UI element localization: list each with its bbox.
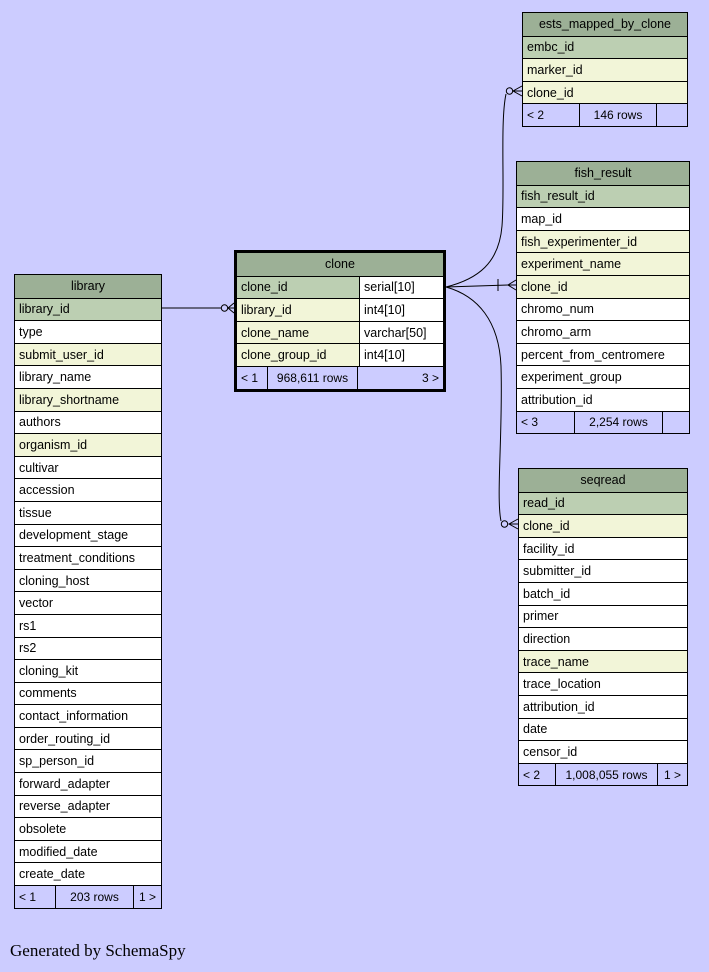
column-name: library_id <box>237 299 360 321</box>
column-row-seqread-trace_location[interactable]: trace_location <box>519 672 687 695</box>
column-row-library-order_routing_id[interactable]: order_routing_id <box>15 726 161 750</box>
column-row-library-organism_id[interactable]: organism_id <box>15 433 161 456</box>
column-row-ests_mapped_by_clone-clone_id[interactable]: clone_id <box>523 80 687 104</box>
related-before-count: < 2 <box>527 108 545 123</box>
column-row-library-comments[interactable]: comments <box>15 681 161 705</box>
column-row-library-library_id[interactable]: library_id <box>15 297 161 321</box>
related-after-count <box>662 411 689 434</box>
column-row-seqread-date[interactable]: date <box>519 717 687 741</box>
column-row-fish_result-map_id[interactable]: map_id <box>517 207 689 230</box>
column-row-fish_result-experiment_group[interactable]: experiment_group <box>517 365 689 388</box>
related-before-count: < 3 <box>521 415 539 430</box>
column-row-library-cloning_host[interactable]: cloning_host <box>15 568 161 592</box>
column-row-seqread-batch_id[interactable]: batch_id <box>519 581 687 605</box>
row-count: 1,008,055 rows <box>555 763 657 786</box>
column-type: serial[10] <box>364 280 415 295</box>
column-row-fish_result-attribution_id[interactable]: attribution_id <box>517 387 689 411</box>
column-row-seqread-clone_id[interactable]: clone_id <box>519 514 687 537</box>
table-header-fish_result[interactable]: fish_result <box>517 162 689 185</box>
column-row-library-library_shortname[interactable]: library_shortname <box>15 387 161 411</box>
table-header-library[interactable]: library <box>15 275 161 298</box>
column-row-library-create_date[interactable]: create_date <box>15 862 161 886</box>
column-row-library-cultivar[interactable]: cultivar <box>15 455 161 479</box>
column-row-clone-clone_group_id[interactable]: clone_group_id int4[10] <box>237 343 443 366</box>
column-row-library-authors[interactable]: authors <box>15 410 161 434</box>
column-row-library-forward_adapter[interactable]: forward_adapter <box>15 772 161 795</box>
column-name: clone_id <box>237 276 360 299</box>
column-row-fish_result-clone_id[interactable]: clone_id <box>517 274 689 298</box>
column-row-seqread-facility_id[interactable]: facility_id <box>519 536 687 560</box>
column-row-library-contact_information[interactable]: contact_information <box>15 704 161 727</box>
table-header-clone[interactable]: clone <box>237 253 443 276</box>
column-row-library-type[interactable]: type <box>15 320 161 343</box>
table-header-seqread[interactable]: seqread <box>519 469 687 492</box>
relationship-clone-seqread <box>445 286 519 530</box>
table-header-ests_mapped_by_clone[interactable]: ests_mapped_by_clone <box>523 13 687 36</box>
column-row-seqread-submitter_id[interactable]: submitter_id <box>519 559 687 582</box>
column-type: int4[10] <box>364 348 406 363</box>
table-footer-fish_result: < 3 2,254 rows <box>517 410 689 434</box>
column-row-library-library_name[interactable]: library_name <box>15 365 161 388</box>
column-row-fish_result-percent_from_centromere[interactable]: percent_from_centromere <box>517 342 689 366</box>
column-row-library-obsolete[interactable]: obsolete <box>15 817 161 840</box>
column-name: clone_name <box>237 321 360 344</box>
column-row-library-submit_user_id[interactable]: submit_user_id <box>15 342 161 366</box>
column-row-fish_result-fish_result_id[interactable]: fish_result_id <box>517 184 689 208</box>
column-row-seqread-read_id[interactable]: read_id <box>519 491 687 515</box>
column-row-seqread-primer[interactable]: primer <box>519 604 687 628</box>
row-count: 146 rows <box>579 104 656 126</box>
related-before-count: < 1 <box>19 889 37 904</box>
row-count: 968,611 rows <box>267 366 357 389</box>
table-footer-ests_mapped_by_clone: < 2 146 rows <box>523 103 687 126</box>
column-row-ests_mapped_by_clone-embc_id[interactable]: embc_id <box>523 35 687 59</box>
related-before-count: < 1 <box>241 370 259 385</box>
column-row-library-reverse_adapter[interactable]: reverse_adapter <box>15 794 161 818</box>
column-row-clone-clone_id[interactable]: clone_id serial[10] <box>237 275 443 299</box>
column-row-clone-clone_name[interactable]: clone_name varchar[50] <box>237 320 443 344</box>
column-row-seqread-trace_name[interactable]: trace_name <box>519 649 687 673</box>
column-row-library-rs1[interactable]: rs1 <box>15 613 161 637</box>
column-row-library-cloning_kit[interactable]: cloning_kit <box>15 659 161 682</box>
column-row-seqread-direction[interactable]: direction <box>519 627 687 650</box>
column-row-library-tissue[interactable]: tissue <box>15 500 161 524</box>
column-row-clone-library_id[interactable]: library_id int4[10] <box>237 298 443 321</box>
related-after-count: 3 > <box>357 366 443 389</box>
column-row-fish_result-chromo_arm[interactable]: chromo_arm <box>517 320 689 343</box>
related-before-count: < 2 <box>523 767 541 782</box>
column-row-library-vector[interactable]: vector <box>15 591 161 614</box>
row-count: 203 rows <box>55 886 133 908</box>
column-row-seqread-attribution_id[interactable]: attribution_id <box>519 694 687 718</box>
relationship-library-clone <box>162 302 235 314</box>
column-type: int4[10] <box>364 302 406 317</box>
column-row-seqread-censor_id[interactable]: censor_id <box>519 740 687 763</box>
related-after-count: 1 > <box>133 886 161 908</box>
column-row-fish_result-chromo_num[interactable]: chromo_num <box>517 297 689 321</box>
column-type: varchar[50] <box>364 325 427 340</box>
column-row-library-treatment_conditions[interactable]: treatment_conditions <box>15 546 161 569</box>
relationship-clone-fish_result <box>445 279 517 291</box>
generated-by-text: Generated by SchemaSpy <box>10 941 186 960</box>
relationship-clone-ests_mapped_by_clone <box>445 85 523 288</box>
column-name: clone_group_id <box>237 344 360 366</box>
related-after-count <box>656 104 687 126</box>
column-row-library-modified_date[interactable]: modified_date <box>15 839 161 863</box>
column-row-library-accession[interactable]: accession <box>15 478 161 501</box>
column-row-fish_result-experiment_name[interactable]: experiment_name <box>517 252 689 275</box>
related-after-count: 1 > <box>657 763 687 786</box>
column-row-library-rs2[interactable]: rs2 <box>15 636 161 660</box>
row-count: 2,254 rows <box>574 411 662 434</box>
column-row-library-development_stage[interactable]: development_stage <box>15 523 161 547</box>
column-row-ests_mapped_by_clone-marker_id[interactable]: marker_id <box>523 58 687 81</box>
column-row-fish_result-fish_experimenter_id[interactable]: fish_experimenter_id <box>517 229 689 253</box>
column-row-library-sp_person_id[interactable]: sp_person_id <box>15 749 161 773</box>
